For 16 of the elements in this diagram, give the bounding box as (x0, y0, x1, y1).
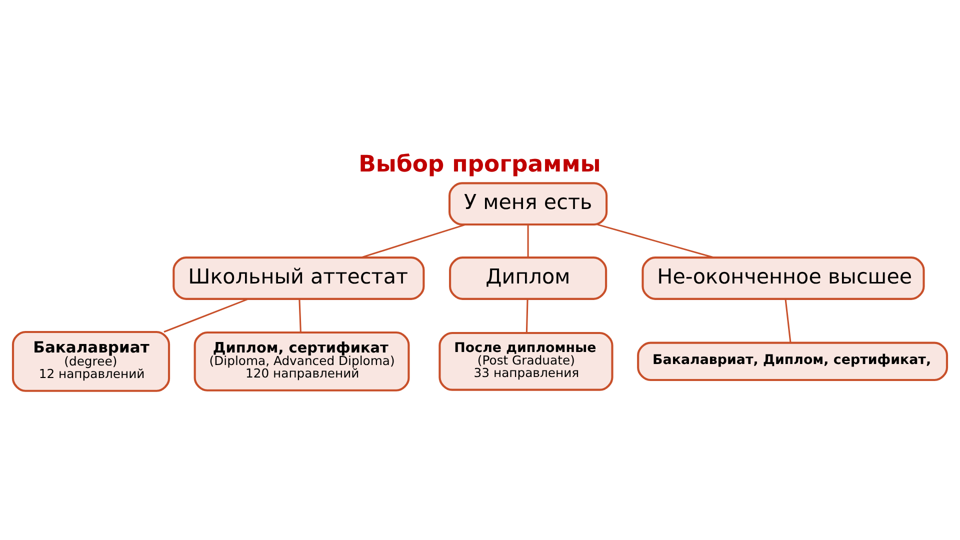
connector (527, 224, 529, 257)
node-box: Школьный аттестат (172, 256, 425, 300)
connector (360, 223, 466, 258)
connector (298, 298, 302, 332)
node-box: После дипломные (Post Graduate) 33 направления (438, 331, 614, 390)
node-box: У меня есть (448, 182, 608, 226)
connector (164, 298, 249, 332)
connector (526, 298, 528, 332)
node-box: Бакалавриат (degree) 12 направлений (12, 330, 170, 392)
diagram-title: Выбор программы (358, 150, 601, 177)
connector (784, 298, 792, 342)
node-box: Диплом (449, 256, 608, 300)
node-box: Не-оконченное высшее (642, 256, 925, 300)
node-box: Бакалавриат, Диплом, сертификат, (637, 341, 948, 381)
connector (597, 223, 714, 258)
node-box: Диплом, сертификат (Diploma, Advanced Diploma) 120 направлений (194, 330, 410, 391)
